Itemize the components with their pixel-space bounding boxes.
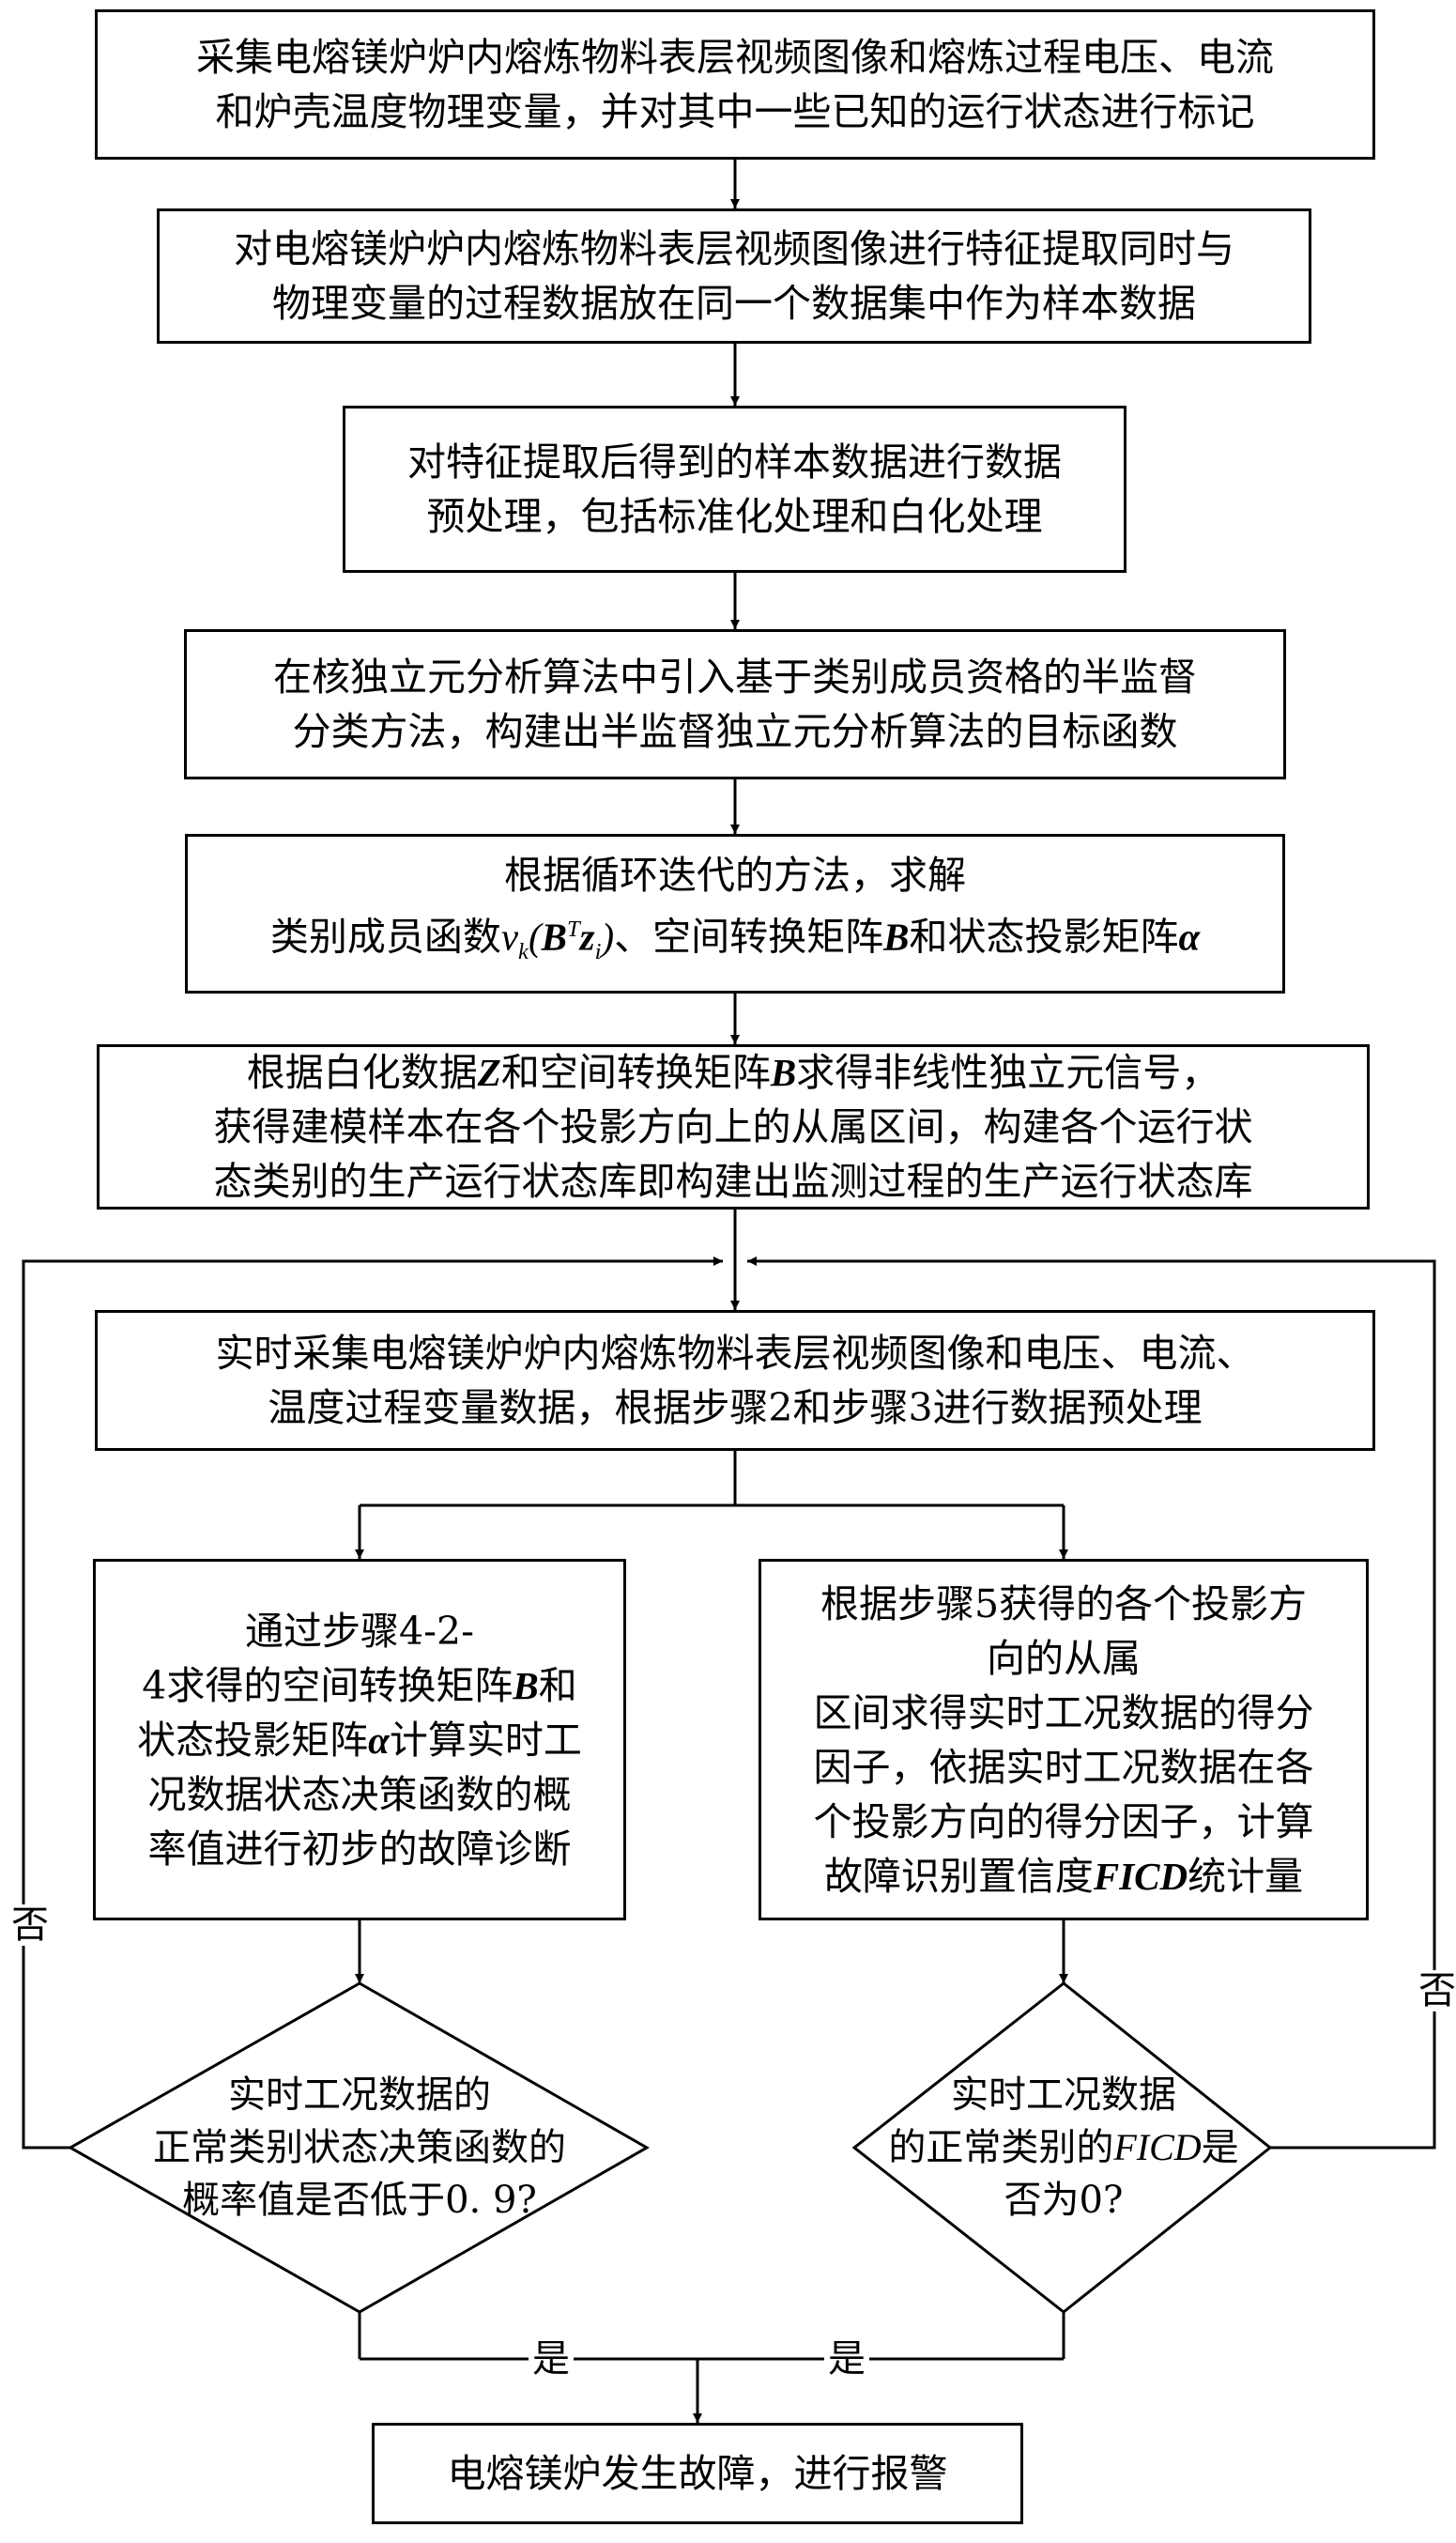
right-box-line1: 根据步骤5获得的各个投影方 (820, 1580, 1308, 1626)
left-box-line5: 率值进行初步的故障诊断 (147, 1826, 572, 1872)
step3-box: 对特征提取后得到的样本数据进行数据 预处理，包括标准化处理和白化处理 (343, 406, 1126, 573)
paren-close: ) (601, 915, 615, 959)
step7-line2: 温度过程变量数据，根据步骤2和步骤3进行数据预处理 (268, 1385, 1203, 1430)
matrix-B: B (883, 915, 910, 959)
step4-line1: 在核独立元分析算法中引入基于类别成员资格的半监督 (273, 655, 1197, 700)
right-decision-line1: 实时工况数据 (951, 2073, 1176, 2117)
step3-line2: 预处理，包括标准化处理和白化处理 (426, 494, 1043, 539)
step6-mid: 和空间转换矩阵 (500, 1050, 771, 1095)
step4-box: 在核独立元分析算法中引入基于类别成员资格的半监督 分类方法，构建出半监督独立元分… (184, 629, 1286, 779)
left-decision-line3: 概率值是否低于0. 9? (182, 2179, 537, 2222)
membership-v: v (500, 915, 519, 959)
whitened-Z: Z (477, 1051, 501, 1094)
step5-box: 根据循环迭代的方法，求解 类别成员函数vk(BTzi)、空间转换矩阵B和状态投影… (185, 834, 1285, 994)
right-decision-FICD: FICD (1113, 2126, 1202, 2168)
step5-mid: 、空间转换矩阵 (614, 914, 884, 960)
left-decision-text: 实时工况数据的 正常类别状态决策函数的 概率值是否低于0. 9? (125, 2069, 594, 2227)
right-box-FICD: FICD (1093, 1854, 1188, 1898)
step5-line2: 类别成员函数vk(BTzi)、空间转换矩阵B和状态投影矩阵α (270, 902, 1200, 979)
no-label-right: 否 (1415, 1970, 1456, 2011)
step6-pre: 根据白化数据 (246, 1050, 478, 1095)
matrix-alpha: α (1178, 915, 1201, 959)
step7-box: 实时采集电熔镁炉炉内熔炼物料表层视频图像和电压、电流、 温度过程变量数据，根据步… (95, 1310, 1375, 1451)
vector-z: z (579, 915, 595, 959)
step6-line1: 根据白化数据Z和空间转换矩阵B求得非线性独立元信号， (214, 1045, 1253, 1100)
right-box-line5: 个投影方向的得分因子，计算 (813, 1798, 1314, 1844)
left-branch-box: 通过步骤4-2- 4求得的空间转换矩阵B和 状态投影矩阵α计算实时工 况数据状态… (93, 1559, 626, 1920)
index-i: i (594, 938, 602, 964)
yes-label-left: 是 (529, 2338, 574, 2380)
step6-line3: 态类别的生产运行状态库即构建出监测过程的生产运行状态库 (213, 1159, 1253, 1204)
step1-line2: 和炉壳温度物理变量，并对其中一些已知的运行状态进行标记 (215, 89, 1255, 134)
left-box-B: B (513, 1663, 539, 1707)
no-label-left: 否 (8, 1904, 53, 1946)
right-decision-text: 实时工况数据 的正常类别的FICD是 否为0? (885, 2069, 1242, 2227)
paren-open: ( (528, 915, 542, 959)
right-box-line3: 区间求得实时工况数据的得分 (813, 1689, 1314, 1735)
step3-line1: 对特征提取后得到的样本数据进行数据 (407, 439, 1062, 485)
step7-line1: 实时采集电熔镁炉炉内熔炼物料表层视频图像和电压、电流、 (215, 1331, 1255, 1376)
left-decision-line1: 实时工况数据的 (228, 2073, 491, 2117)
left-box-l3post: 计算实时工 (389, 1717, 582, 1763)
yes-label-right: 是 (824, 2338, 869, 2380)
step5-pre: 类别成员函数 (269, 914, 501, 960)
final-alarm-box: 电熔镁炉发生故障，进行报警 (372, 2423, 1023, 2524)
final-alarm-text: 电熔镁炉发生故障，进行报警 (447, 2451, 948, 2496)
right-decision-l2post: 是 (1201, 2126, 1239, 2169)
step6-line2: 获得建模样本在各个投影方向上的从属区间，构建各个运行状 (213, 1104, 1253, 1149)
left-box-l3pre: 状态投影矩阵 (137, 1717, 369, 1763)
right-box-line6: 故障识别置信度FICD统计量 (814, 1849, 1314, 1903)
step2-box: 对电熔镁炉炉内熔炼物料表层视频图像进行特征提取同时与 物理变量的过程数据放在同一… (157, 208, 1311, 344)
left-box-line1: 通过步骤4-2- (245, 1608, 474, 1654)
transpose-T: T (566, 917, 580, 943)
step1-box: 采集电熔镁炉炉内熔炼物料表层视频图像和熔炼过程电压、电流 和炉壳温度物理变量，并… (95, 9, 1375, 160)
left-box-alpha: α (368, 1718, 390, 1762)
no-right-loop (747, 1256, 1436, 2150)
left-box-l2post: 和 (538, 1662, 577, 1708)
right-box-line4: 因子，依据实时工况数据在各 (813, 1744, 1314, 1790)
left-box-l2pre: 4求得的空间转换矩阵 (142, 1662, 513, 1708)
right-decision-line3: 否为0? (1004, 2179, 1124, 2222)
left-box-line2: 4求得的空间转换矩阵B和 (137, 1658, 582, 1713)
step1-line1: 采集电熔镁炉炉内熔炼物料表层视频图像和熔炼过程电压、电流 (196, 35, 1274, 80)
matrix-B-step6: B (770, 1051, 797, 1094)
matrix-B-inline: B (541, 915, 567, 959)
right-box-l6pre: 故障识别置信度 (823, 1853, 1094, 1899)
right-branch-box: 根据步骤5获得的各个投影方 向的从属 区间求得实时工况数据的得分 因子，依据实时… (759, 1559, 1369, 1920)
left-box-line4: 况数据状态决策函数的概 (147, 1771, 572, 1817)
no-left-loop (22, 1256, 723, 2150)
left-box-line3: 状态投影矩阵α计算实时工 (137, 1713, 582, 1767)
right-box-line2: 向的从属 (987, 1635, 1141, 1681)
step2-line2: 物理变量的过程数据放在同一个数据集中作为样本数据 (272, 281, 1196, 326)
step4-line2: 分类方法，构建出半监督独立元分析算法的目标函数 (292, 709, 1178, 754)
step6-box: 根据白化数据Z和空间转换矩阵B求得非线性独立元信号， 获得建模样本在各个投影方向… (97, 1044, 1370, 1210)
membership-k: k (518, 938, 529, 964)
step6-post: 求得非线性独立元信号， (796, 1050, 1220, 1095)
step5-mid2: 和状态投影矩阵 (909, 914, 1179, 960)
step5-line1: 根据循环迭代的方法，求解 (504, 853, 966, 899)
step2-line1: 对电熔镁炉炉内熔炼物料表层视频图像进行特征提取同时与 (234, 226, 1234, 271)
right-decision-l2pre: 的正常类别的 (888, 2126, 1114, 2169)
left-decision-line2: 正常类别状态决策函数的 (153, 2126, 566, 2169)
right-box-l6post: 统计量 (1188, 1853, 1304, 1899)
right-decision-line2: 的正常类别的FICD是 (885, 2121, 1242, 2174)
